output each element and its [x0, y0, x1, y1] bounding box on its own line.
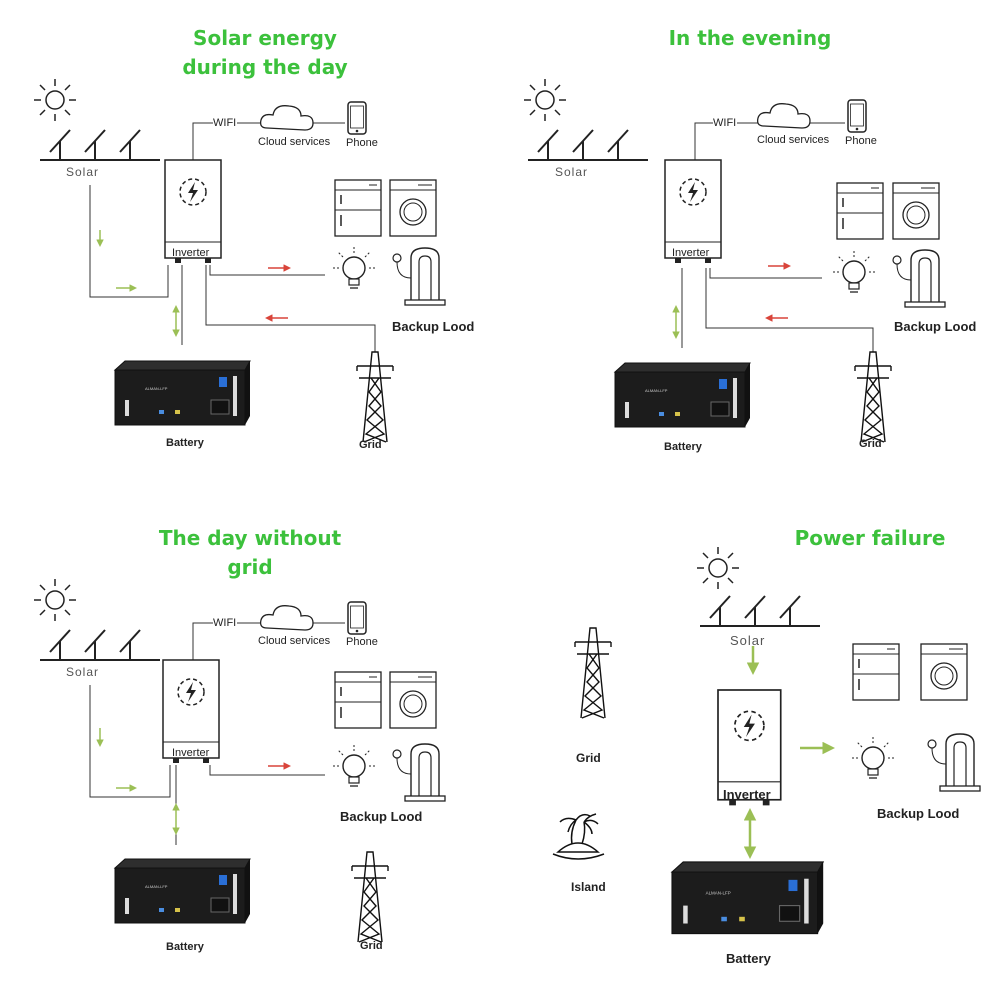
cloud-label: Cloud services: [757, 134, 830, 146]
grid-label: Grid: [576, 751, 601, 765]
battery-label: Battery: [166, 941, 204, 953]
fridge-icon: [334, 671, 382, 729]
bulb-icon: [850, 735, 896, 779]
water-heater-icon: [927, 733, 981, 792]
water-heater-icon: [392, 247, 446, 306]
solar-label: Solar: [66, 665, 100, 679]
battery-icon: [114, 858, 251, 924]
wiring: [89, 122, 376, 352]
grid-tower-icon: [574, 627, 612, 719]
grid-label: Grid: [859, 438, 882, 450]
phone-icon: [347, 101, 367, 135]
diagram-solar-day: [33, 78, 446, 443]
cloud-icon: [259, 605, 314, 631]
bulb-icon: [331, 743, 377, 787]
panel-title: Solar energy during the day: [182, 26, 348, 79]
fridge-icon: [852, 643, 900, 701]
cloud-label: Cloud services: [258, 635, 331, 647]
panel-no-grid: The day without grid Solar WIFI Cloud se…: [0, 500, 500, 1000]
solar-label: Solar: [555, 165, 589, 179]
solar-panel-icon: [39, 629, 161, 661]
phone-icon: [847, 99, 867, 133]
sun-icon: [33, 578, 77, 622]
washer-icon: [389, 671, 437, 729]
phone-label: Phone: [346, 636, 378, 648]
panel-title: The day without grid: [158, 526, 342, 579]
fridge-icon: [836, 182, 884, 240]
wifi-label: WIFI: [213, 117, 237, 129]
wifi-label: WIFI: [713, 117, 737, 129]
island-icon: [552, 813, 605, 860]
battery-label: Battery: [166, 437, 204, 449]
phone-icon: [347, 601, 367, 635]
wifi-label: WIFI: [213, 617, 237, 629]
sun-icon: [33, 78, 77, 122]
fridge-icon: [334, 179, 382, 237]
battery-icon: [614, 362, 751, 428]
battery-icon: [114, 360, 251, 426]
battery-icon: [671, 861, 824, 935]
cloud-icon: [259, 105, 314, 131]
sun-icon: [523, 78, 567, 122]
water-heater-icon: [392, 743, 446, 802]
panel-power-failure: Power failure Solar Inverter Backup Lood…: [500, 500, 1000, 1000]
backup-load-label: Backup Lood: [392, 319, 475, 334]
panel-title: Power failure: [794, 526, 946, 550]
solar-label: Solar: [66, 165, 100, 179]
grid-tower-icon: [351, 851, 389, 943]
cloud-label: Cloud services: [258, 136, 331, 148]
washer-icon: [892, 182, 940, 240]
backup-load-label: Backup Lood: [877, 806, 960, 821]
battery-label: Battery: [726, 951, 771, 966]
panel-title: In the evening: [668, 26, 832, 50]
grid-tower-icon: [854, 351, 892, 443]
washer-icon: [389, 179, 437, 237]
diagram-power-failure: [552, 546, 981, 935]
inverter-label: Inverter: [172, 247, 210, 259]
phone-label: Phone: [346, 137, 378, 149]
water-heater-icon: [892, 249, 946, 308]
wiring: [681, 122, 874, 352]
phone-label: Phone: [845, 135, 877, 147]
inverter-label: Inverter: [723, 787, 771, 802]
diagram-no-grid: [33, 578, 446, 943]
bulb-icon: [331, 245, 377, 289]
washer-icon: [920, 643, 968, 701]
sun-icon: [696, 546, 740, 590]
diagram-evening: [523, 78, 946, 443]
battery-label: Battery: [664, 441, 702, 453]
backup-load-label: Backup Lood: [894, 319, 977, 334]
solar-panel-icon: [699, 595, 821, 627]
grid-label: Grid: [359, 439, 382, 451]
solar-panel-icon: [527, 129, 649, 161]
grid-tower-icon: [356, 351, 394, 443]
cloud-icon: [756, 103, 811, 129]
panel-solar-day: Solar energy during the day Solar WI: [0, 0, 500, 500]
island-label: Island: [571, 880, 606, 894]
backup-load-label: Backup Lood: [340, 809, 423, 824]
solar-panel-icon: [39, 129, 161, 161]
inverter-label: Inverter: [672, 247, 710, 259]
grid-label: Grid: [360, 940, 383, 952]
solar-label: Solar: [730, 633, 766, 648]
inverter-label: Inverter: [172, 747, 210, 759]
panel-evening: In the evening Solar WIFI Cloud services…: [500, 0, 1000, 500]
bulb-icon: [831, 249, 877, 293]
